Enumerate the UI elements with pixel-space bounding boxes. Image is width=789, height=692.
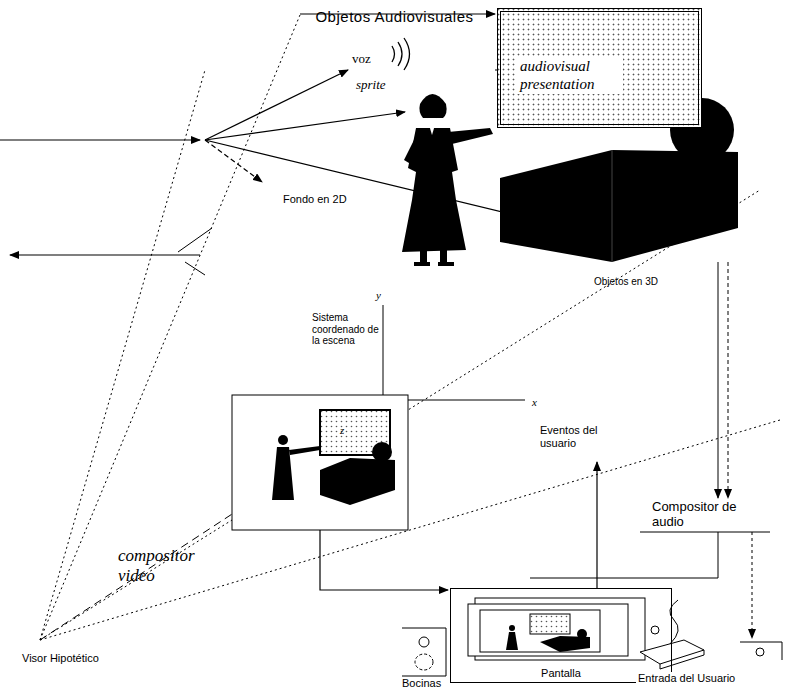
viewer-label: Visor Hipotético <box>22 652 99 665</box>
sprite-label: sprite <box>356 78 386 93</box>
video-frame <box>232 395 408 530</box>
output-arrow <box>10 254 200 255</box>
scene-coordinates-label: Sistema coordenado de la escena <box>312 312 384 347</box>
speakers <box>402 628 782 676</box>
mini-scene <box>272 410 395 505</box>
speakers-label: Bocinas <box>402 677 441 690</box>
tick <box>185 262 205 275</box>
collar <box>427 118 437 135</box>
node-text: audiovisual presentation <box>517 56 623 94</box>
axis-label: y <box>376 289 381 302</box>
video-compositor-label: compositor video <box>118 546 213 585</box>
axis-label: x <box>532 396 537 409</box>
desk-edge <box>612 150 613 262</box>
object-arrow <box>205 140 515 215</box>
audio-compositor-label: Compositor de audio <box>652 500 762 530</box>
video-out-arrow <box>320 530 448 590</box>
audio-line <box>530 532 718 578</box>
user-input-label: Entrada del Usuario <box>636 672 737 685</box>
audio-arrow <box>728 262 729 498</box>
input-line <box>0 139 200 140</box>
background-label: Fondo en 2D <box>283 193 347 206</box>
audio-arrow <box>718 262 719 498</box>
sprite-arrow <box>205 112 405 140</box>
audio-bar <box>640 532 770 533</box>
speaker-arrow <box>752 532 753 638</box>
events-arrow <box>596 462 597 588</box>
objects-label: Objetos en 3D <box>594 276 658 288</box>
axis-label: z <box>340 424 344 437</box>
voice-label: voz <box>352 52 371 67</box>
presenter-figure <box>402 94 493 266</box>
presentation-board: audiovisual presentation <box>497 8 702 128</box>
user-events-label: Eventos del usuario <box>540 424 620 449</box>
screen-monitor: Pantalla <box>450 588 672 683</box>
keyboard <box>640 600 704 669</box>
screen-contents <box>468 598 659 660</box>
tick <box>178 228 212 252</box>
background-arrow <box>205 140 262 182</box>
